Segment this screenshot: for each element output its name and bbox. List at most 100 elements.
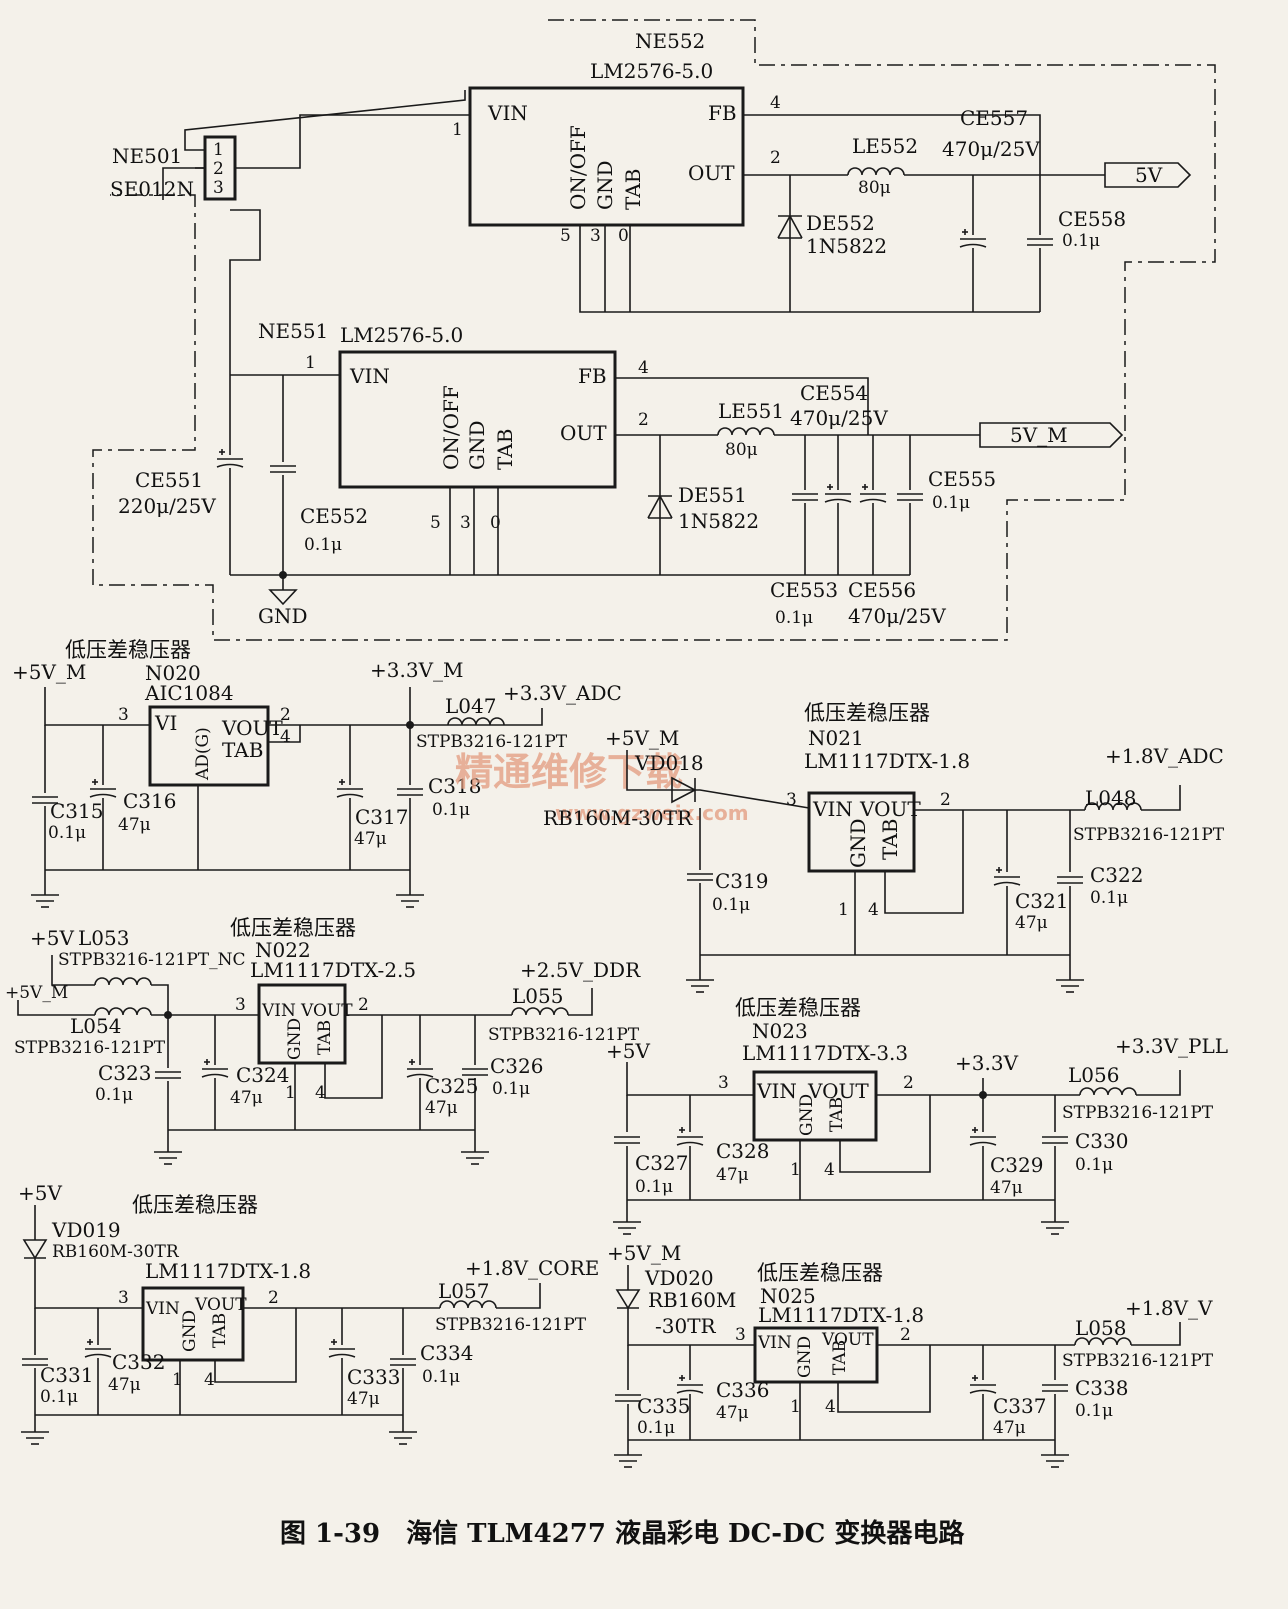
label-n023-p3: 3 [718, 1073, 729, 1093]
label-ldo_label: 低压差稳压器 [735, 996, 861, 1020]
label-bot_parts-ce555v: 0.1μ [932, 493, 970, 513]
label-n024-c331: C331 [40, 1363, 93, 1387]
label-ldo_label: 低压差稳压器 [804, 701, 930, 725]
label-n020-c316: C316 [123, 789, 176, 813]
label-n024-p3: 3 [118, 1288, 129, 1308]
label-n022-c324: C324 [236, 1063, 289, 1087]
label-n021-c322: C322 [1090, 863, 1143, 887]
label-bot_parts-le551v: 80μ [725, 440, 758, 460]
ic-ne552: NE552 LM2576-5.0 VIN FB OUT ON/OFF GND T… [452, 29, 781, 246]
label-n024-out: +1.8V_CORE [465, 1256, 599, 1280]
label-n023-part: LM1117DTX-3.3 [742, 1041, 908, 1065]
label-n022-out: +2.5V_DDR [520, 958, 641, 982]
label-n021-ref: N021 [808, 726, 864, 750]
label-n020-p2: 2 [280, 705, 291, 725]
label-n021-gnd: GND [846, 818, 870, 868]
label-n025-vin: VIN [757, 1333, 792, 1353]
label-ldo_label: 低压差稳压器 [65, 638, 191, 662]
label-n020-l047p: STPB3216-121PT [416, 732, 568, 752]
label-n021-c322v: 0.1μ [1090, 888, 1128, 908]
label-n024-tab: TAB [210, 1313, 230, 1348]
label-n022-c326v: 0.1μ [492, 1079, 530, 1099]
label-buck_bot-pin0: 0 [490, 513, 501, 533]
label-n021-p4: 4 [868, 900, 879, 920]
label-bot_parts-ce555: CE555 [928, 467, 996, 491]
label-n022-l055: L055 [512, 984, 563, 1008]
label-n024-vout: VOUT [194, 1295, 247, 1315]
label-buck_bot-fb: FB [578, 364, 607, 388]
label-buck_bot-ref: NE551 [258, 319, 328, 343]
ic-n025: VIN VOUT GND TAB 3 2 1 4 [735, 1325, 911, 1417]
label-n022-vin: VIN [261, 1001, 296, 1021]
ic-ne551: NE551 LM2576-5.0 VIN FB OUT ON/OFF GND T… [258, 319, 649, 533]
label-buck_top-pin5: 5 [560, 226, 571, 246]
label-n024-gnd: GND [180, 1310, 200, 1352]
label-n025-c336v: 47μ [716, 1403, 749, 1423]
label-top_parts-ce558: CE558 [1058, 207, 1126, 231]
label-ldo_label: 低压差稳压器 [230, 916, 356, 940]
label-n021-c321: C321 [1015, 889, 1068, 913]
diode-de551 [647, 495, 673, 519]
ic-n021: VIN VOUT GND TAB 3 2 1 4 [786, 790, 951, 920]
label-n024-in: +5V [18, 1181, 62, 1205]
label-buck_top-out: OUT [688, 161, 735, 185]
label-n020-p4: 4 [280, 727, 291, 747]
label-n023-p2: 2 [903, 1073, 914, 1093]
label-ldo_label: 低压差稳压器 [132, 1193, 258, 1217]
label-n022-ref: N022 [255, 938, 311, 962]
label-n022-p4: 4 [315, 1083, 326, 1103]
label-n025-ref: N025 [760, 1284, 816, 1308]
label-n025-c338: C338 [1075, 1376, 1128, 1400]
label-bot_parts-ce556: CE556 [848, 578, 916, 602]
label-bot_parts-de551v: 1N5822 [678, 509, 759, 533]
label-n021-p3: 3 [786, 790, 797, 810]
label-buck_top-vin: VIN [487, 101, 528, 125]
label-n020-vout: VOUT [221, 716, 283, 740]
label-n023-gnd: GND [797, 1094, 817, 1136]
label-buck_bot-pin1: 1 [305, 353, 316, 373]
label-n025-gnd: GND [795, 1336, 815, 1378]
label-bot_parts-ce553: CE553 [770, 578, 838, 602]
label-n024-l057p: STPB3216-121PT [435, 1315, 587, 1335]
label-n021-vin: VIN [812, 797, 853, 821]
label-buck_top-ref: NE552 [635, 29, 705, 53]
label-n022-c323v: 0.1μ [95, 1085, 133, 1105]
label-bot_parts-ce554: CE554 [800, 381, 868, 405]
label-n025-l058: L058 [1075, 1316, 1126, 1340]
label-n022-l054p: STPB3216-121PT [14, 1038, 166, 1058]
label-connector-pins-1: 2 [213, 159, 224, 179]
label-n022-l054: L054 [70, 1014, 121, 1038]
label-n024-part: LM1117DTX-1.8 [145, 1259, 311, 1283]
label-top_parts-de552: DE552 [806, 211, 875, 235]
label-n020-part: AIC1084 [144, 681, 234, 705]
label-n023-c327v: 0.1μ [635, 1177, 673, 1197]
label-n023-c330v: 0.1μ [1075, 1155, 1113, 1175]
label-n025-p4: 4 [825, 1397, 836, 1417]
label-buck_bot-onoff: ON/OFF [439, 385, 463, 470]
label-buck_bot-gnd: GND [465, 420, 489, 470]
label-n024-vin: VIN [145, 1299, 180, 1319]
label-n025-l058p: STPB3216-121PT [1062, 1351, 1214, 1371]
label-bot_parts-de551: DE551 [678, 483, 747, 507]
label-n024-l057: L057 [438, 1279, 489, 1303]
label-n024-c333: C333 [347, 1365, 400, 1389]
label-n024-c333v: 47μ [347, 1389, 380, 1409]
label-n025-out: +1.8V_V [1125, 1296, 1213, 1320]
label-n022-part: LM1117DTX-2.5 [250, 958, 416, 982]
label-n020-adc: +3.3V_ADC [503, 681, 622, 705]
label-n020-l047: L047 [445, 694, 496, 718]
diode-vd019 [22, 1239, 48, 1260]
label-n022-c326: C326 [490, 1054, 543, 1078]
label-n020-c318: C318 [428, 774, 481, 798]
label-n025-part: LM1117DTX-1.8 [758, 1303, 924, 1327]
label-connector-ref: NE501 [112, 144, 182, 168]
label-n021-c319v: 0.1μ [712, 895, 750, 915]
label-buck_bot-pin2: 2 [638, 410, 649, 430]
label-n025-c336: C336 [716, 1378, 769, 1402]
label-n025-c337v: 47μ [993, 1418, 1026, 1438]
label-buck_bot-vin: VIN [349, 364, 390, 388]
label-n022-c325: C325 [425, 1074, 478, 1098]
label-n022-vout: VOUT [300, 1001, 353, 1021]
ic-n020: VI VOUT TAB AD(G) 3 2 4 [118, 705, 291, 787]
label-n025-c335v: 0.1μ [637, 1418, 675, 1438]
